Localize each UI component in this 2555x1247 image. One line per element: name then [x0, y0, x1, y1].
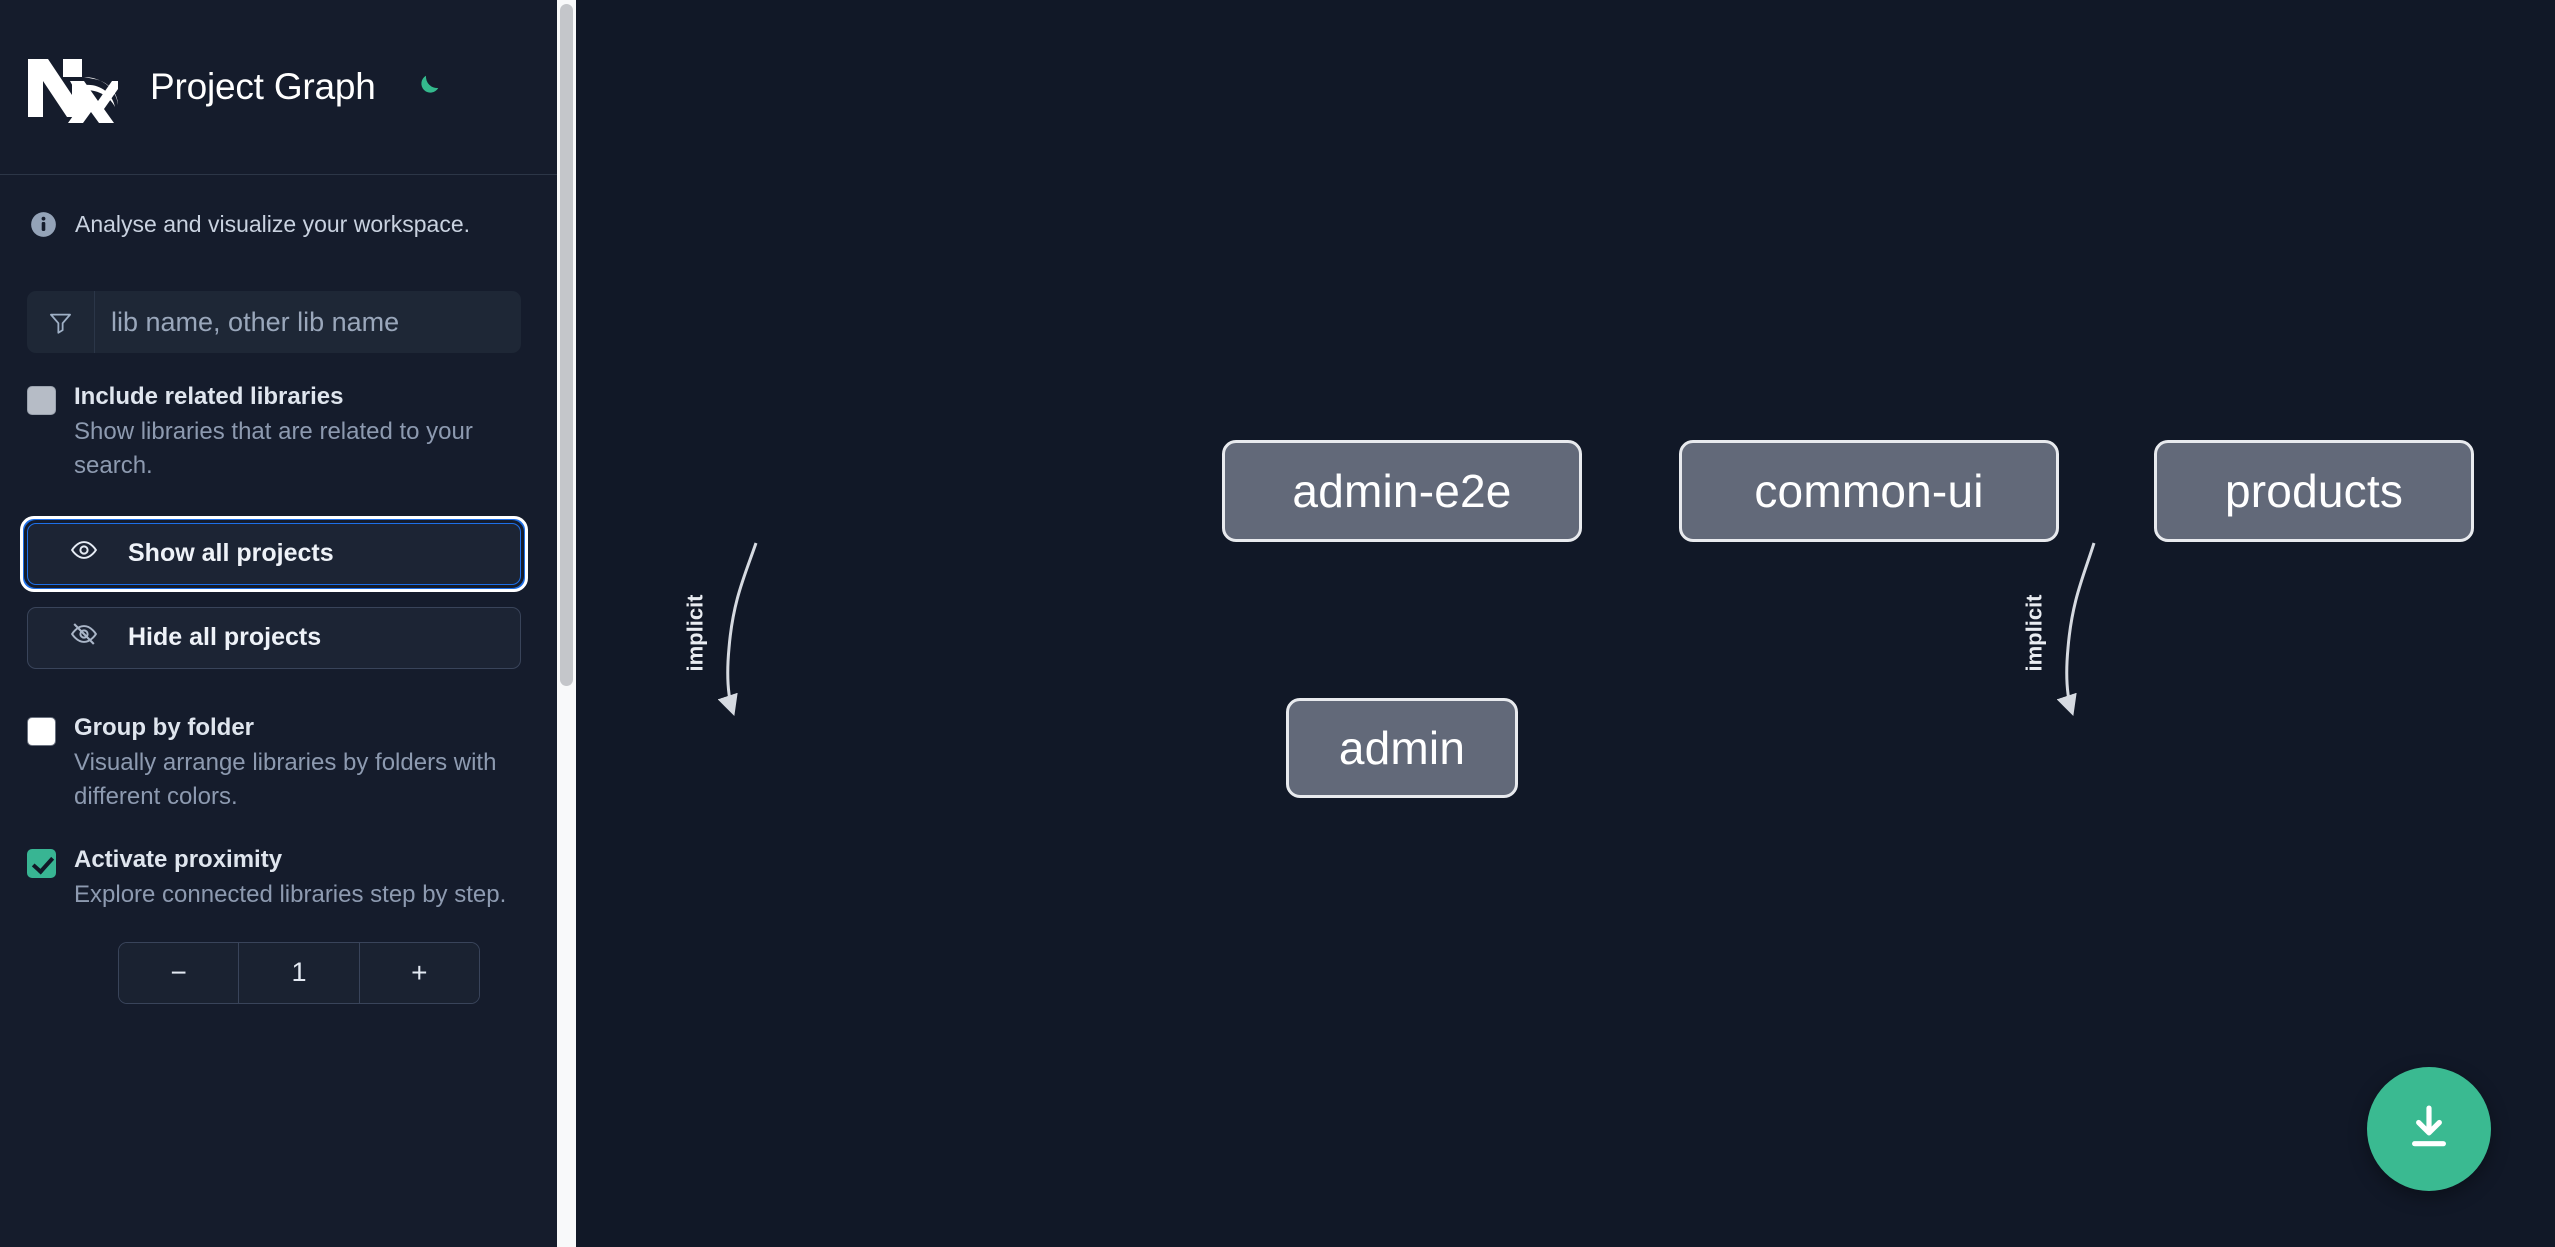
- sidebar-header: Project Graph: [0, 0, 557, 175]
- projects-button-group: Show all projects Hide all projects: [0, 483, 557, 669]
- node-label: admin-e2e: [1292, 465, 1512, 517]
- sidebar-scrollbar-thumb[interactable]: [560, 4, 573, 686]
- download-graph-button[interactable]: [2367, 1067, 2491, 1191]
- graph-node-admin[interactable]: admin: [1286, 698, 1518, 798]
- search-input[interactable]: [95, 291, 521, 353]
- info-icon: [30, 211, 57, 238]
- filter-box[interactable]: [27, 291, 521, 353]
- proximity-stepper-wrap: − 1 +: [0, 912, 557, 1004]
- option-activate-proximity[interactable]: Activate proximity Explore connected lib…: [0, 814, 557, 912]
- include-related-libraries-checkbox[interactable]: [27, 386, 56, 415]
- node-label: common-ui: [1754, 465, 1984, 517]
- graph-canvas[interactable]: admin-e2e common-ui products store-e2e a…: [557, 0, 2555, 1247]
- option-texts: Group by folder Visually arrange librari…: [74, 711, 521, 814]
- eye-off-icon: [70, 620, 98, 655]
- proximity-increment-button[interactable]: +: [359, 942, 479, 1003]
- proximity-value: 1: [238, 942, 360, 1003]
- group-by-folder-checkbox[interactable]: [27, 716, 56, 746]
- option-label: Group by folder: [74, 713, 254, 741]
- proximity-stepper: − 1 +: [118, 941, 480, 1004]
- node-label: admin: [1338, 722, 1466, 774]
- option-description: Explore connected libraries step by step…: [74, 880, 507, 908]
- graph-edges: [717, 542, 2096, 716]
- option-label: Include related libraries: [74, 383, 344, 410]
- page-title: Project Graph: [150, 66, 376, 107]
- graph-node-common-ui[interactable]: common-ui: [1679, 440, 2059, 542]
- sidebar-body: Analyse and visualize your workspace. In…: [0, 175, 557, 1004]
- nx-logo-icon: [26, 51, 118, 123]
- show-all-projects-label: Show all projects: [128, 539, 334, 568]
- filter-row: [0, 238, 557, 353]
- funnel-icon: [27, 291, 95, 353]
- option-description: Show libraries that are related to your …: [74, 417, 473, 479]
- eye-icon: [70, 536, 98, 571]
- graph-node-products[interactable]: products: [2154, 440, 2474, 542]
- tagline-text: Analyse and visualize your workspace.: [75, 211, 471, 237]
- workspace-tagline: Analyse and visualize your workspace.: [0, 175, 557, 238]
- activate-proximity-checkbox[interactable]: [27, 848, 56, 878]
- proximity-decrement-button[interactable]: −: [119, 942, 239, 1003]
- option-group-by-folder[interactable]: Group by folder Visually arrange librari…: [0, 669, 557, 814]
- option-label: Activate proximity: [74, 845, 283, 873]
- graph-node-admin-e2e[interactable]: admin-e2e: [1222, 440, 1582, 542]
- option-description: Visually arrange libraries by folders wi…: [74, 748, 497, 810]
- moon-icon[interactable]: [410, 70, 444, 104]
- hide-all-projects-button[interactable]: Hide all projects: [27, 606, 521, 669]
- download-icon: [2402, 1100, 2456, 1159]
- node-label: products: [2224, 465, 2404, 517]
- option-texts: Include related libraries Show libraries…: [74, 380, 521, 483]
- show-all-projects-button[interactable]: Show all projects: [20, 515, 528, 592]
- option-include-related-libraries[interactable]: Include related libraries Show libraries…: [0, 353, 557, 483]
- edge-label-admin-e2e-admin: implicit: [682, 594, 708, 672]
- option-texts: Activate proximity Explore connected lib…: [74, 843, 506, 912]
- sidebar: Project Graph Analyse and visualize your…: [0, 0, 557, 1247]
- edge-label-store-e2e-store: implicit: [2021, 594, 2047, 672]
- hide-all-projects-label: Hide all projects: [128, 623, 322, 652]
